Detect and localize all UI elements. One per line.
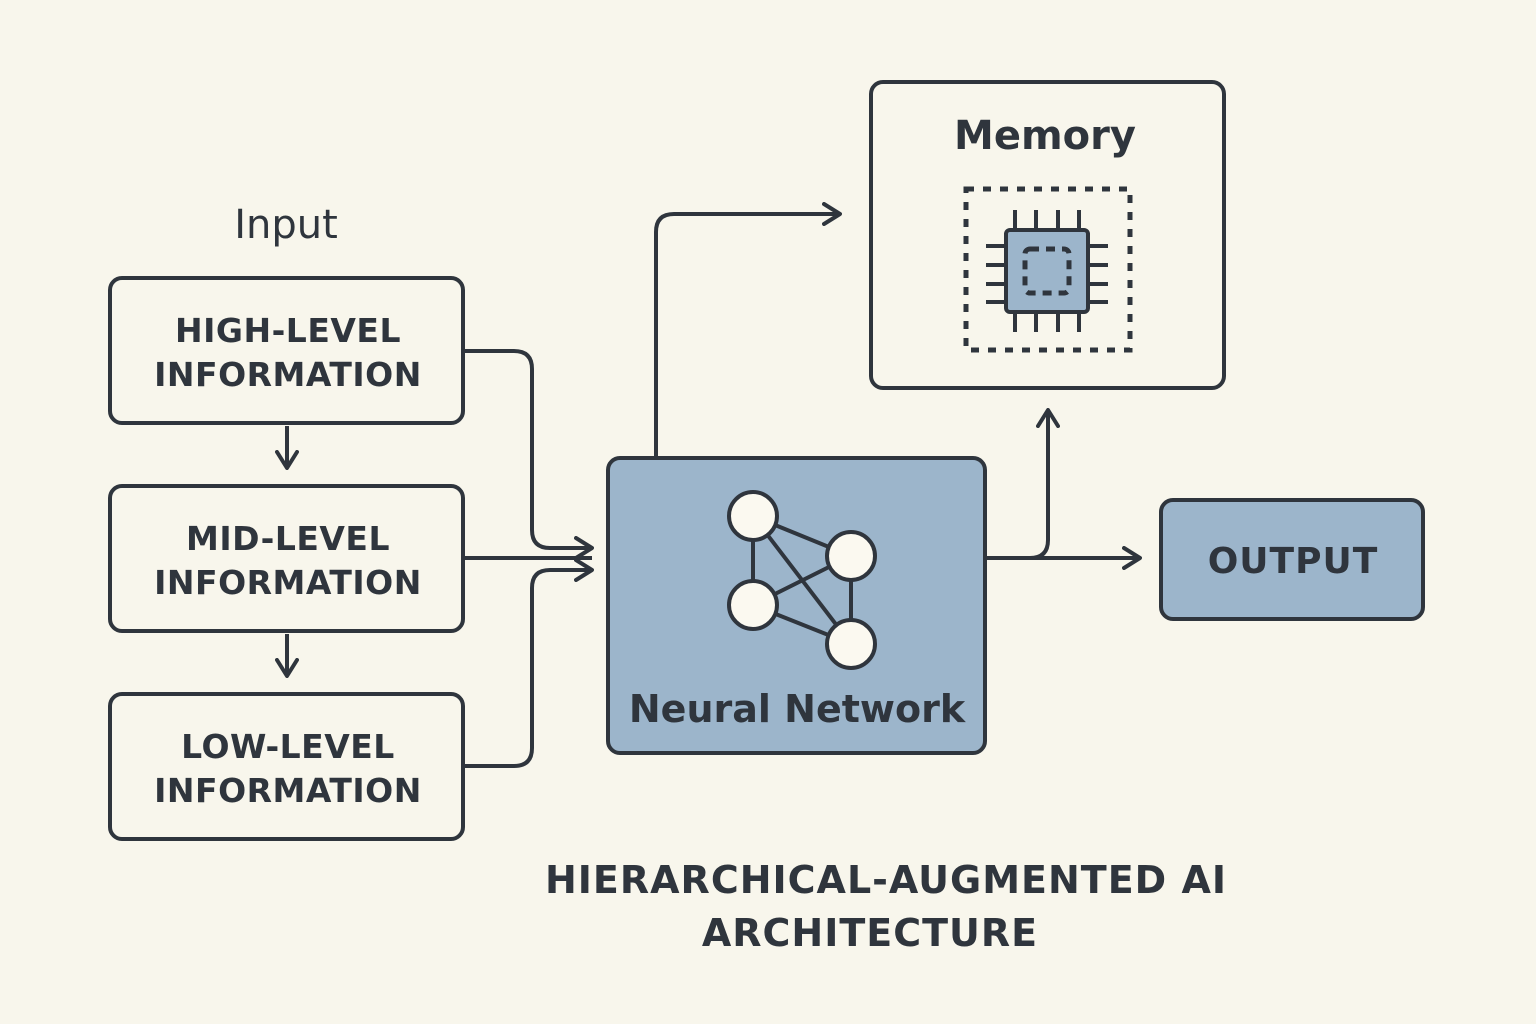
high-level-information-box: HIGH-LEVEL INFORMATION xyxy=(108,276,465,425)
mid-level-label-line1: MID-LEVEL xyxy=(186,519,390,558)
arrow-low-to-network xyxy=(465,558,594,768)
memory-label: Memory xyxy=(954,113,1136,159)
diagram-title-line2: ARCHITECTURE xyxy=(702,911,1038,955)
output-label: OUTPUT xyxy=(1208,541,1379,582)
high-level-label-line1: HIGH-LEVEL xyxy=(175,311,401,350)
low-level-label-line2: INFORMATION xyxy=(154,771,422,810)
mid-level-label-line2: INFORMATION xyxy=(154,563,422,602)
high-level-label-line2: INFORMATION xyxy=(154,355,422,394)
low-level-information-box: LOW-LEVEL INFORMATION xyxy=(108,692,465,841)
low-level-label-line1: LOW-LEVEL xyxy=(181,727,395,766)
output-box: OUTPUT xyxy=(1159,498,1425,621)
diagram-title-line1: HIERARCHICAL-AUGMENTED AI xyxy=(545,858,1227,902)
memory-chip-icon xyxy=(963,186,1133,353)
neural-network-icon xyxy=(727,490,877,670)
input-heading: Input xyxy=(234,202,338,248)
arrow-network-to-memory-top xyxy=(654,202,842,456)
arrow-network-to-memory-side xyxy=(1000,408,1060,560)
mid-level-information-box: MID-LEVEL INFORMATION xyxy=(108,484,465,633)
neural-network-box: Neural Network xyxy=(606,456,987,755)
memory-dashed-frame xyxy=(963,186,1133,353)
arrow-high-to-network xyxy=(465,349,594,560)
neural-network-label: Neural Network xyxy=(629,687,966,731)
memory-box: Memory xyxy=(869,80,1226,390)
